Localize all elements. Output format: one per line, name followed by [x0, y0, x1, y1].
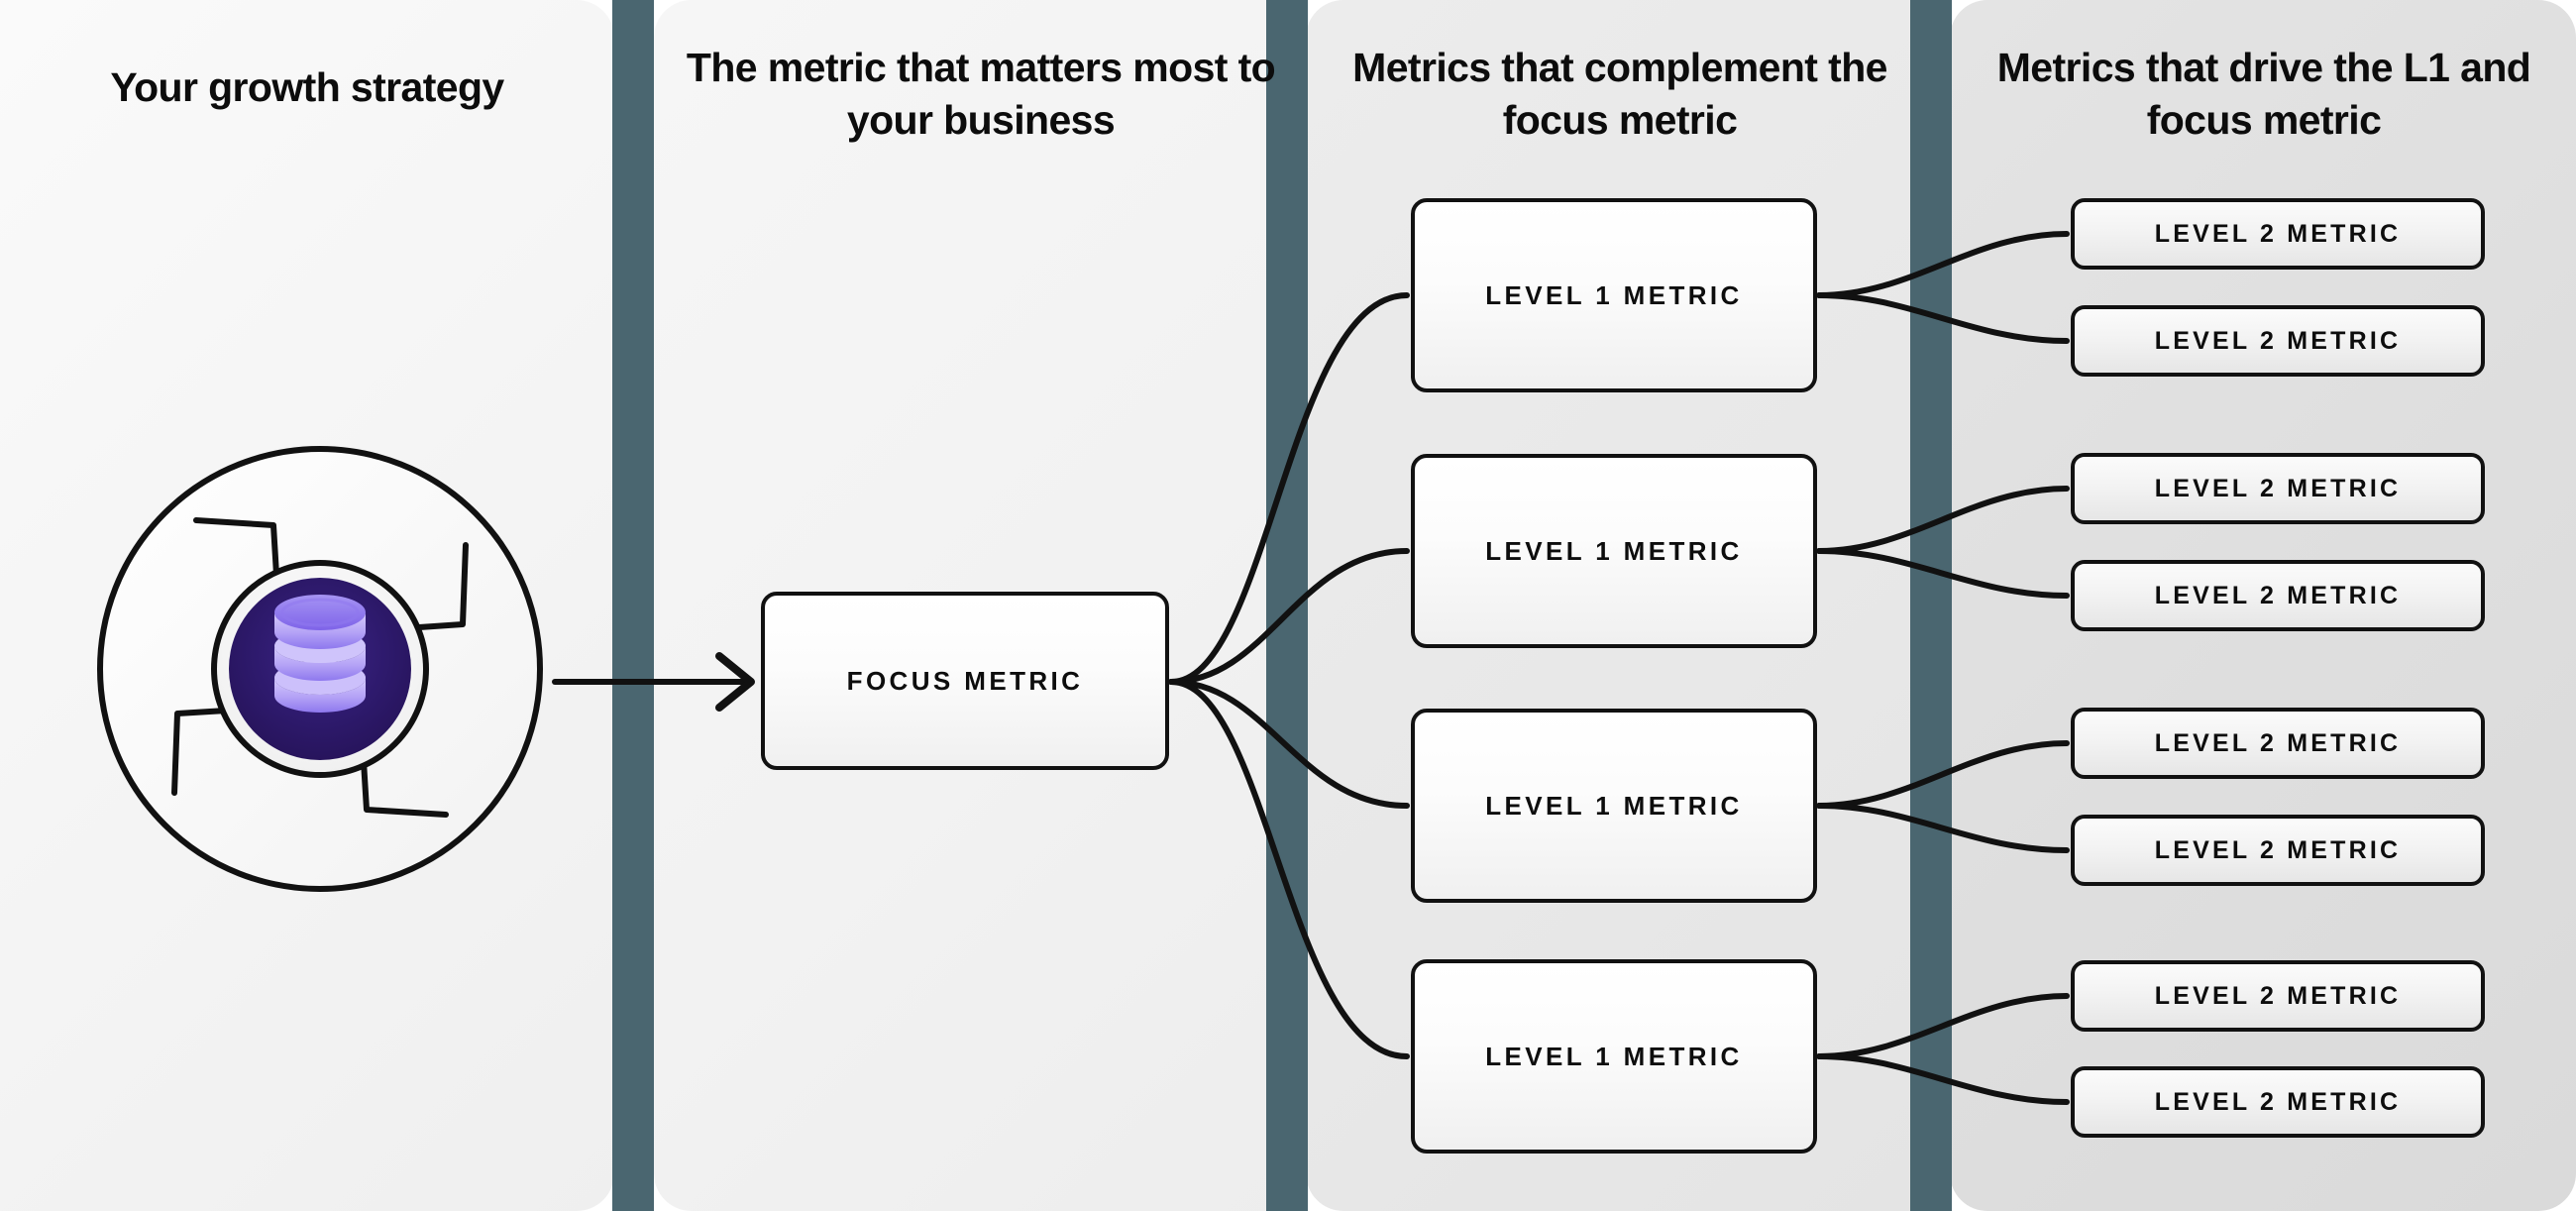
level2-metric-node[interactable]: LEVEL 2 METRIC	[2071, 305, 2485, 377]
level2-metric-node[interactable]: LEVEL 2 METRIC	[2071, 960, 2485, 1032]
database-icon	[274, 595, 366, 713]
column-divider-2	[1266, 0, 1308, 1211]
column-heading-strategy: Your growth strategy	[110, 64, 504, 110]
focus-metric-node[interactable]: FOCUS METRIC	[761, 592, 1169, 770]
level1-metric-node[interactable]: LEVEL 1 METRIC	[1411, 198, 1817, 392]
level1-metric-node[interactable]: LEVEL 1 METRIC	[1411, 709, 1817, 903]
level2-metric-node[interactable]: LEVEL 2 METRIC	[2071, 1066, 2485, 1138]
column-heading-level1: Metrics that complement the focus metric	[1352, 45, 1887, 144]
level2-metric-node[interactable]: LEVEL 2 METRIC	[2071, 560, 2485, 631]
level1-metric-node[interactable]: LEVEL 1 METRIC	[1411, 454, 1817, 648]
column-heading-focus: The metric that matters most to your bus…	[686, 45, 1276, 144]
level2-metric-node[interactable]: LEVEL 2 METRIC	[2071, 453, 2485, 524]
column-divider-1	[612, 0, 654, 1211]
column-heading-level2: Metrics that drive the L1 and focus metr…	[1996, 45, 2531, 144]
column-divider-3	[1910, 0, 1952, 1211]
level2-metric-node[interactable]: LEVEL 2 METRIC	[2071, 198, 2485, 270]
level2-metric-node[interactable]: LEVEL 2 METRIC	[2071, 815, 2485, 886]
level1-metric-node[interactable]: LEVEL 1 METRIC	[1411, 959, 1817, 1154]
level2-metric-node[interactable]: LEVEL 2 METRIC	[2071, 708, 2485, 779]
pinwheel-database-emblem	[97, 446, 543, 892]
